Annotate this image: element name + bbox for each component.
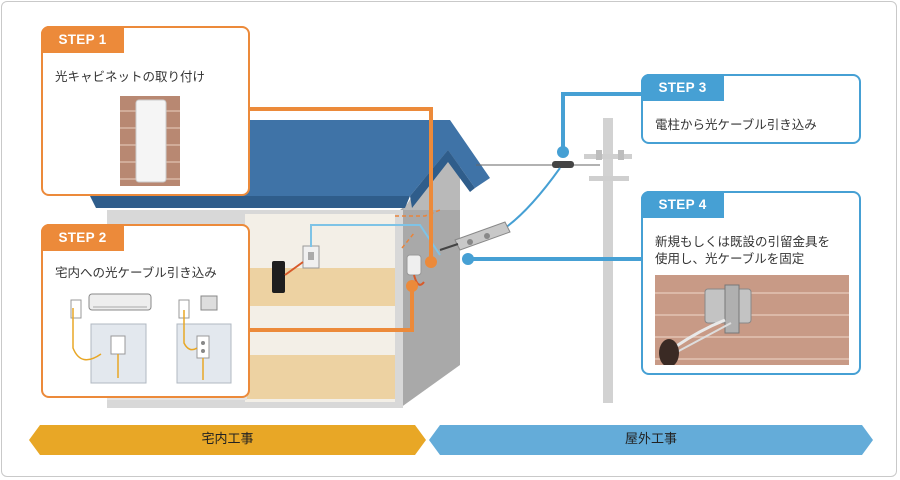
cabinet-photo [120,96,180,186]
optical-cabinet [406,254,422,276]
step2-text: 宅内への光ケーブル引き込み [55,265,217,280]
step4-dot [462,253,474,265]
step3-dot [557,146,569,158]
step2-connector [249,286,414,332]
step1-connector [249,107,433,262]
step3-tab: STEP 3 [641,74,724,101]
indoor-work-banner [29,425,426,455]
step2-dot [406,280,418,292]
step4-box: STEP 4 新規もしくは既設の引留金具を 使用し、光ケーブルを固定 [641,191,861,375]
outdoor-work-banner [429,425,873,455]
step2-tab: STEP 2 [41,224,124,251]
step4-text-line1: 新規もしくは既設の引留金具を [655,234,831,249]
step4-tab: STEP 4 [641,191,724,218]
clamp-photo [655,275,849,365]
step4-text-line2: 使用し、光ケーブルを固定 [655,251,805,266]
step1-box: STEP 1 光キャビネットの取り付け [41,26,250,196]
step2-box: STEP 2 宅内への光ケーブル引き込み [41,224,250,398]
step3-text: 電柱から光ケーブル引き込み [655,117,817,132]
step1-tab: STEP 1 [41,26,124,53]
indoor-wiring-illustration [70,293,232,384]
step1-text: 光キャビネットの取り付け [55,69,206,84]
indoor-work-label: 宅内工事 [201,432,254,447]
fiber-drop-cable [504,167,561,229]
step3-connector [561,92,642,152]
step3-box: STEP 3 電柱から光ケーブル引き込み [641,74,861,144]
anchor-clamp [439,221,511,251]
outdoor-work-label: 屋外工事 [624,432,677,447]
router [272,261,285,293]
step1-dot [425,256,437,268]
